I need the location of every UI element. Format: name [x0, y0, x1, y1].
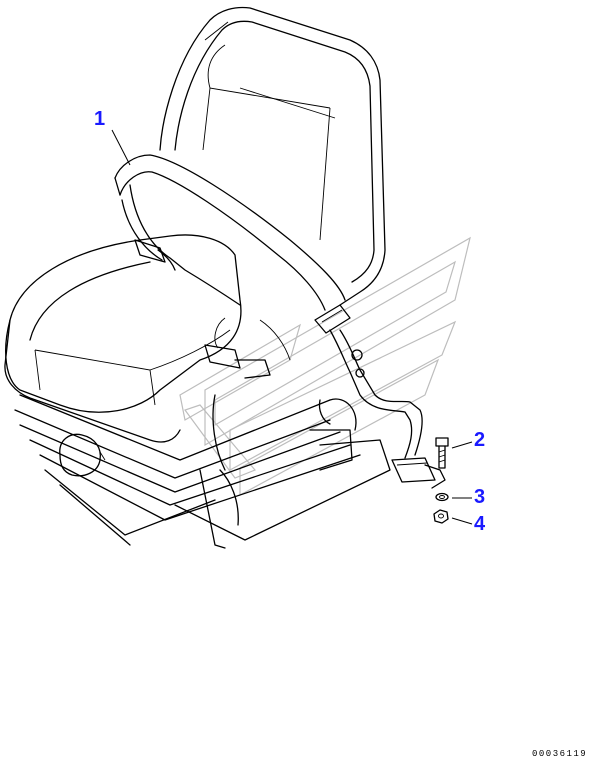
leader-line-4 — [451, 517, 473, 525]
washer — [435, 492, 449, 502]
drawing-number: 00036119 — [532, 749, 588, 759]
seat-backrest — [159, 6, 386, 306]
bolt — [435, 437, 449, 469]
callout-4: 4 — [474, 513, 486, 535]
callout-1: 1 — [94, 108, 106, 130]
leader-line-1 — [111, 129, 131, 166]
leader-line-2 — [451, 441, 473, 449]
seat-belt — [114, 154, 446, 489]
callout-2: 2 — [474, 429, 486, 451]
seat-cushion — [4, 234, 242, 443]
callout-3: 3 — [474, 486, 486, 508]
watermark-logo — [179, 236, 471, 497]
nut — [433, 509, 449, 524]
seat-base — [14, 394, 391, 549]
